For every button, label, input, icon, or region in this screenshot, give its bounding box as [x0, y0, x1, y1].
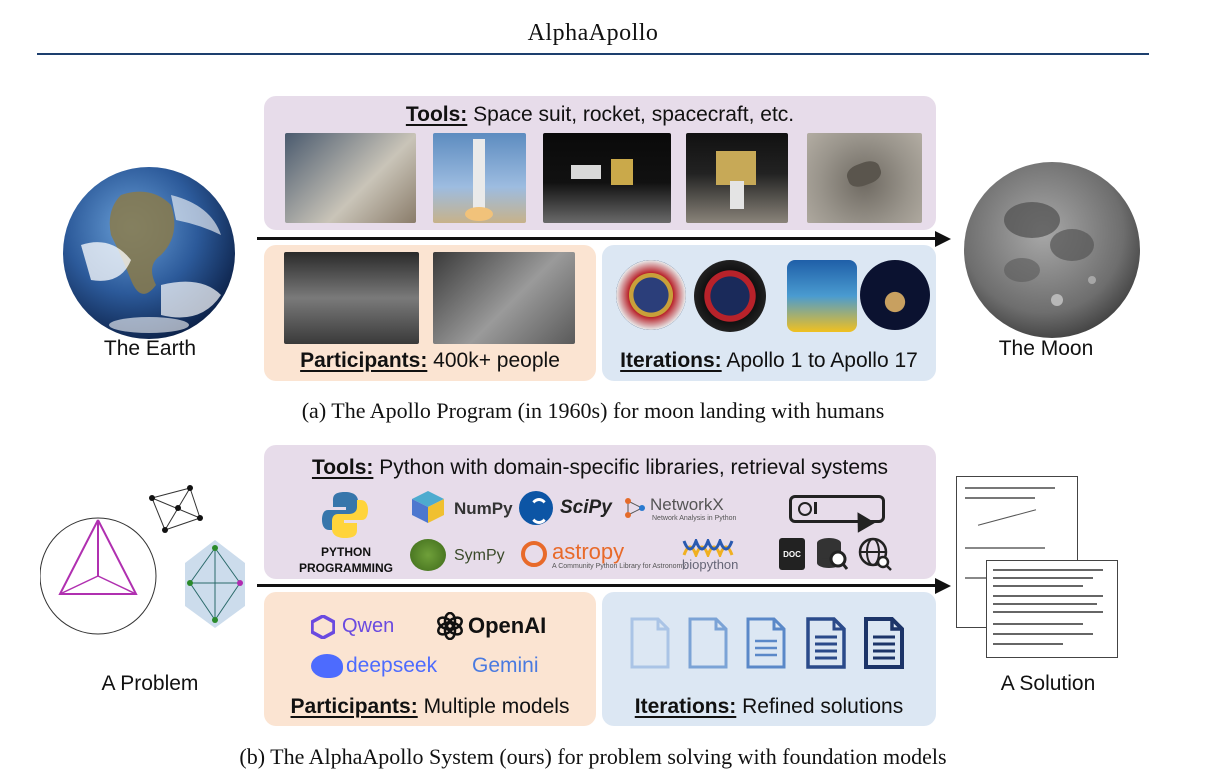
- moon-label: The Moon: [998, 337, 1094, 360]
- astronauts-walking-photo: [285, 133, 416, 223]
- numpy-logo-icon: [410, 489, 446, 525]
- iterations-label-a: Iterations: Apollo 1 to Apollo 17: [620, 349, 918, 372]
- iterations-box-a: Iterations: Apollo 1 to Apollo 17: [602, 245, 936, 381]
- openai-logo-icon: [436, 611, 464, 641]
- participants-label-b: Participants: Multiple models: [290, 695, 570, 718]
- header-rule: [37, 53, 1149, 55]
- spacecraft-photo: [543, 133, 671, 223]
- doc-iteration-1-icon: [630, 617, 670, 669]
- apollo7-patch-icon: [694, 260, 766, 332]
- moon-image: [962, 160, 1142, 340]
- biopython-logo-icon: [682, 536, 734, 560]
- doc-iteration-5-icon: [864, 617, 904, 669]
- footprint-photo: [807, 133, 922, 223]
- qwen-label: Qwen: [342, 615, 395, 637]
- participants-box-a: Participants: 400k+ people: [264, 245, 596, 381]
- networkx-logo-icon: [624, 497, 646, 519]
- deepseek-logo-icon: [311, 654, 343, 678]
- networkx-subtitle: Network Analysis in Python: [652, 515, 737, 522]
- apollo1-patch-icon: [616, 260, 686, 330]
- astropy-logo-icon: [521, 541, 547, 567]
- search-bar-icon: [789, 495, 885, 523]
- arrow-head-b: [935, 578, 951, 594]
- progress-arrow-b: [257, 584, 937, 587]
- tools-label-b: Tools: Python with domain-specific libra…: [311, 456, 889, 479]
- numpy-label: NumPy: [454, 499, 513, 518]
- doc-icon: DOC: [779, 538, 805, 570]
- solution-label: A Solution: [1000, 672, 1096, 695]
- doc-iteration-3-icon: [746, 617, 786, 669]
- iterations-box-b: Iterations: Refined solutions: [602, 592, 936, 726]
- doc-iteration-4-icon: [806, 617, 846, 669]
- python-label: PYTHON PROGRAMMING: [299, 545, 393, 575]
- deepseek-label: deepseek: [346, 654, 438, 677]
- apollo15-patch-icon: [787, 260, 857, 332]
- scipy-logo-icon: [519, 491, 553, 525]
- progress-arrow-a: [257, 237, 937, 240]
- tools-label-a: Tools: Space suit, rocket, spacecraft, e…: [405, 103, 795, 126]
- caption-b: (b) The AlphaApollo System (ours) for pr…: [239, 744, 947, 769]
- tools-box-a: Tools: Space suit, rocket, spacecraft, e…: [264, 96, 936, 230]
- openai-label: OpenAI: [468, 613, 547, 638]
- apollo11-patch-icon: [860, 260, 930, 330]
- participants-box-b: Qwen OpenAI deepseek Gemini Participants…: [264, 592, 596, 726]
- earth-label: The Earth: [103, 337, 197, 360]
- globe-search-icon: [858, 537, 892, 571]
- python-logo-icon: [319, 489, 371, 541]
- iterations-label-b: Iterations: Refined solutions: [634, 695, 904, 718]
- earth-image: [61, 165, 237, 341]
- networkx-label: NetworkX: [650, 495, 724, 514]
- doc-iteration-2-icon: [688, 617, 728, 669]
- biopython-label: biopython: [682, 557, 739, 572]
- sympy-logo-icon: [410, 539, 446, 571]
- mission-control-photo-2: [433, 252, 575, 344]
- page-header-title: AlphaApollo: [527, 20, 659, 46]
- mission-control-photo-1: [284, 252, 419, 344]
- astropy-label: astropy: [552, 539, 625, 564]
- problem-label: A Problem: [101, 672, 199, 695]
- sympy-label: SymPy: [454, 547, 505, 564]
- database-search-icon: [816, 537, 849, 571]
- gemini-label: Gemini: [472, 654, 539, 677]
- scipy-label: SciPy: [560, 497, 612, 518]
- arrow-head-a: [935, 231, 951, 247]
- participants-label-a: Participants: 400k+ people: [300, 349, 560, 372]
- astropy-subtitle: A Community Python Library for Astronomy: [552, 563, 686, 570]
- tools-box-b: Tools: Python with domain-specific libra…: [264, 445, 936, 579]
- problem-illustration: [39, 478, 250, 638]
- solution-illustration: [956, 476, 1120, 658]
- rocket-launch-photo: [433, 133, 526, 223]
- caption-a: (a) The Apollo Program (in 1960s) for mo…: [301, 398, 885, 423]
- qwen-logo-icon: [310, 614, 336, 640]
- lunar-lander-photo: [686, 133, 788, 223]
